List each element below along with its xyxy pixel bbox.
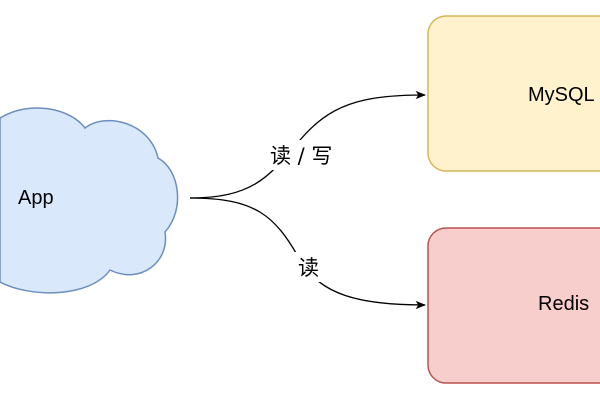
mysql-node[interactable]: MySQL	[427, 15, 600, 172]
edge-label-read: 读	[295, 252, 325, 282]
app-node[interactable]: App	[0, 107, 179, 294]
redis-box-shape	[427, 227, 600, 384]
edge-label-read-text: 读	[298, 256, 319, 280]
redis-node[interactable]: Redis	[427, 227, 600, 384]
edge-label-read-write-bg	[268, 140, 344, 170]
app-cloud-shape	[0, 107, 179, 294]
mysql-label: MySQL	[528, 84, 595, 106]
app-label: App	[18, 187, 54, 209]
edge-label-read-write-text: 读 / 写	[270, 144, 332, 168]
redis-label: Redis	[538, 293, 589, 315]
edge-app-redis	[189, 197, 427, 310]
edge-label-read-write: 读 / 写	[268, 140, 344, 170]
mysql-box-shape	[427, 15, 600, 172]
edge-label-read-bg	[295, 252, 325, 282]
